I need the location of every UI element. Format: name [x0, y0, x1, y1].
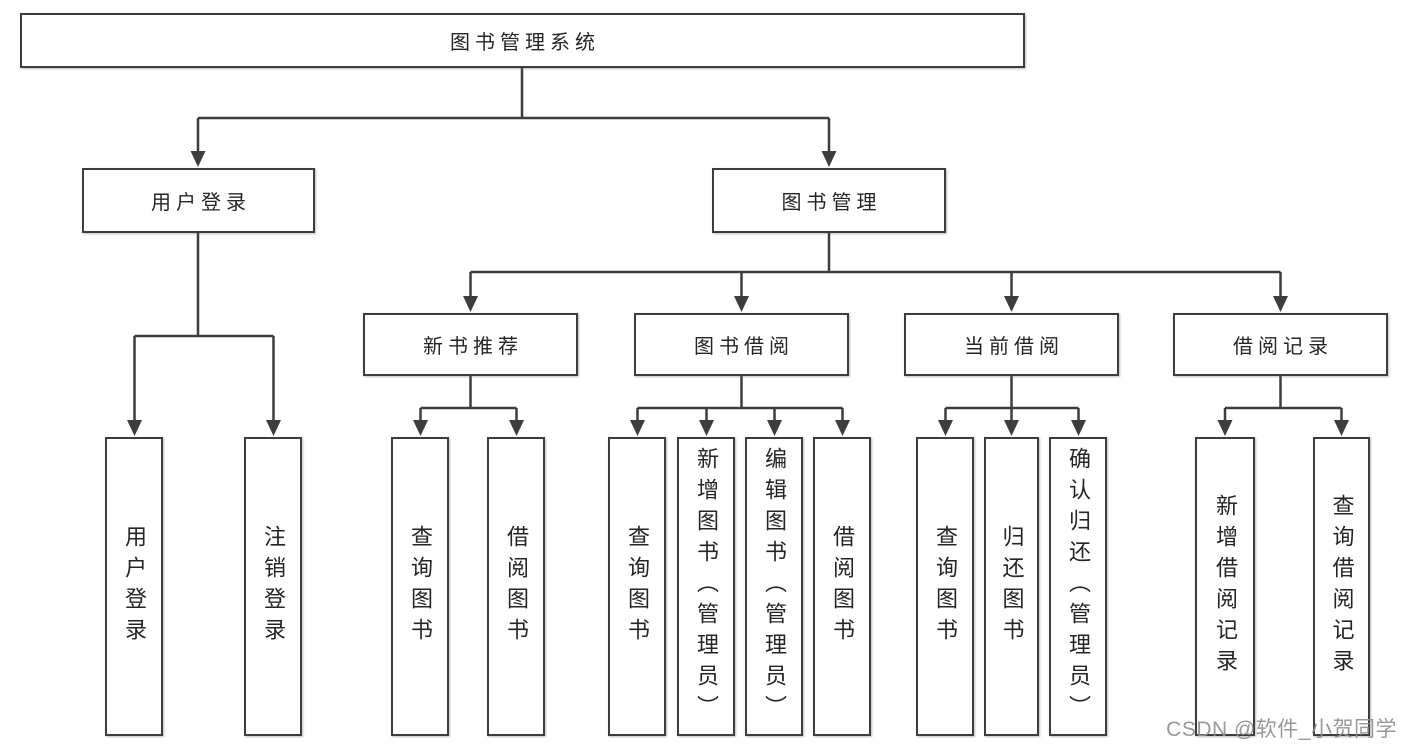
node-label: 查询图书 [408, 524, 433, 649]
node-user-login: 用户登录 [82, 168, 315, 233]
node-label: 用户登录 [151, 192, 251, 214]
node-label: 借阅记录 [1233, 336, 1333, 358]
leaf-user-login: 用户登录 [105, 437, 163, 736]
leaf-query-borrow-record: 查询借阅记录 [1313, 437, 1370, 736]
node-label: 借阅图书 [504, 524, 529, 649]
node-root: 图书管理系统 [20, 13, 1025, 68]
node-current-borrow: 当前借阅 [904, 313, 1119, 376]
leaf-confirm-return-admin: 确认归还（管理员） [1049, 437, 1107, 736]
leaf-logout: 注销登录 [244, 437, 302, 736]
node-label: 图书管理系统 [450, 32, 600, 54]
leaf-add-books-admin: 新增图书（管理员） [677, 437, 735, 736]
leaf-borrow-books-recommend: 借阅图书 [487, 437, 545, 736]
node-label: 确认归还（管理员） [1066, 447, 1091, 726]
node-label: 查询图书 [625, 524, 650, 649]
node-label: 新增图书（管理员） [694, 447, 719, 726]
node-label: 查询图书 [933, 524, 958, 649]
node-label: 新书推荐 [423, 336, 523, 358]
leaf-edit-books-admin: 编辑图书（管理员） [745, 437, 803, 736]
leaf-return-books: 归还图书 [984, 437, 1039, 736]
node-book-management: 图书管理 [712, 168, 946, 233]
node-label: 借阅图书 [830, 524, 855, 649]
node-label: 查询借阅记录 [1329, 493, 1355, 680]
leaf-query-books-current: 查询图书 [916, 437, 974, 736]
node-label: 当前借阅 [964, 336, 1064, 358]
leaf-borrow-books: 借阅图书 [813, 437, 871, 736]
node-label: 图书借阅 [694, 336, 794, 358]
node-label: 图书管理 [781, 192, 882, 214]
leaf-query-books-borrow: 查询图书 [608, 437, 666, 736]
node-label: 用户登录 [122, 524, 147, 649]
node-label: 注销登录 [261, 524, 286, 649]
node-label: 编辑图书（管理员） [762, 447, 787, 726]
node-new-book-recommend: 新书推荐 [363, 313, 578, 376]
leaf-query-books-recommend: 查询图书 [391, 437, 449, 736]
node-label: 归还图书 [999, 524, 1025, 649]
leaf-add-borrow-record: 新增借阅记录 [1195, 437, 1255, 736]
csdn-watermark: CSDN @软件_小贺同学 [1166, 718, 1397, 741]
node-book-borrow: 图书借阅 [634, 313, 849, 376]
node-borrow-records: 借阅记录 [1173, 313, 1388, 376]
node-label: 新增借阅记录 [1213, 493, 1238, 680]
arrowhead-icons [127, 151, 1349, 436]
